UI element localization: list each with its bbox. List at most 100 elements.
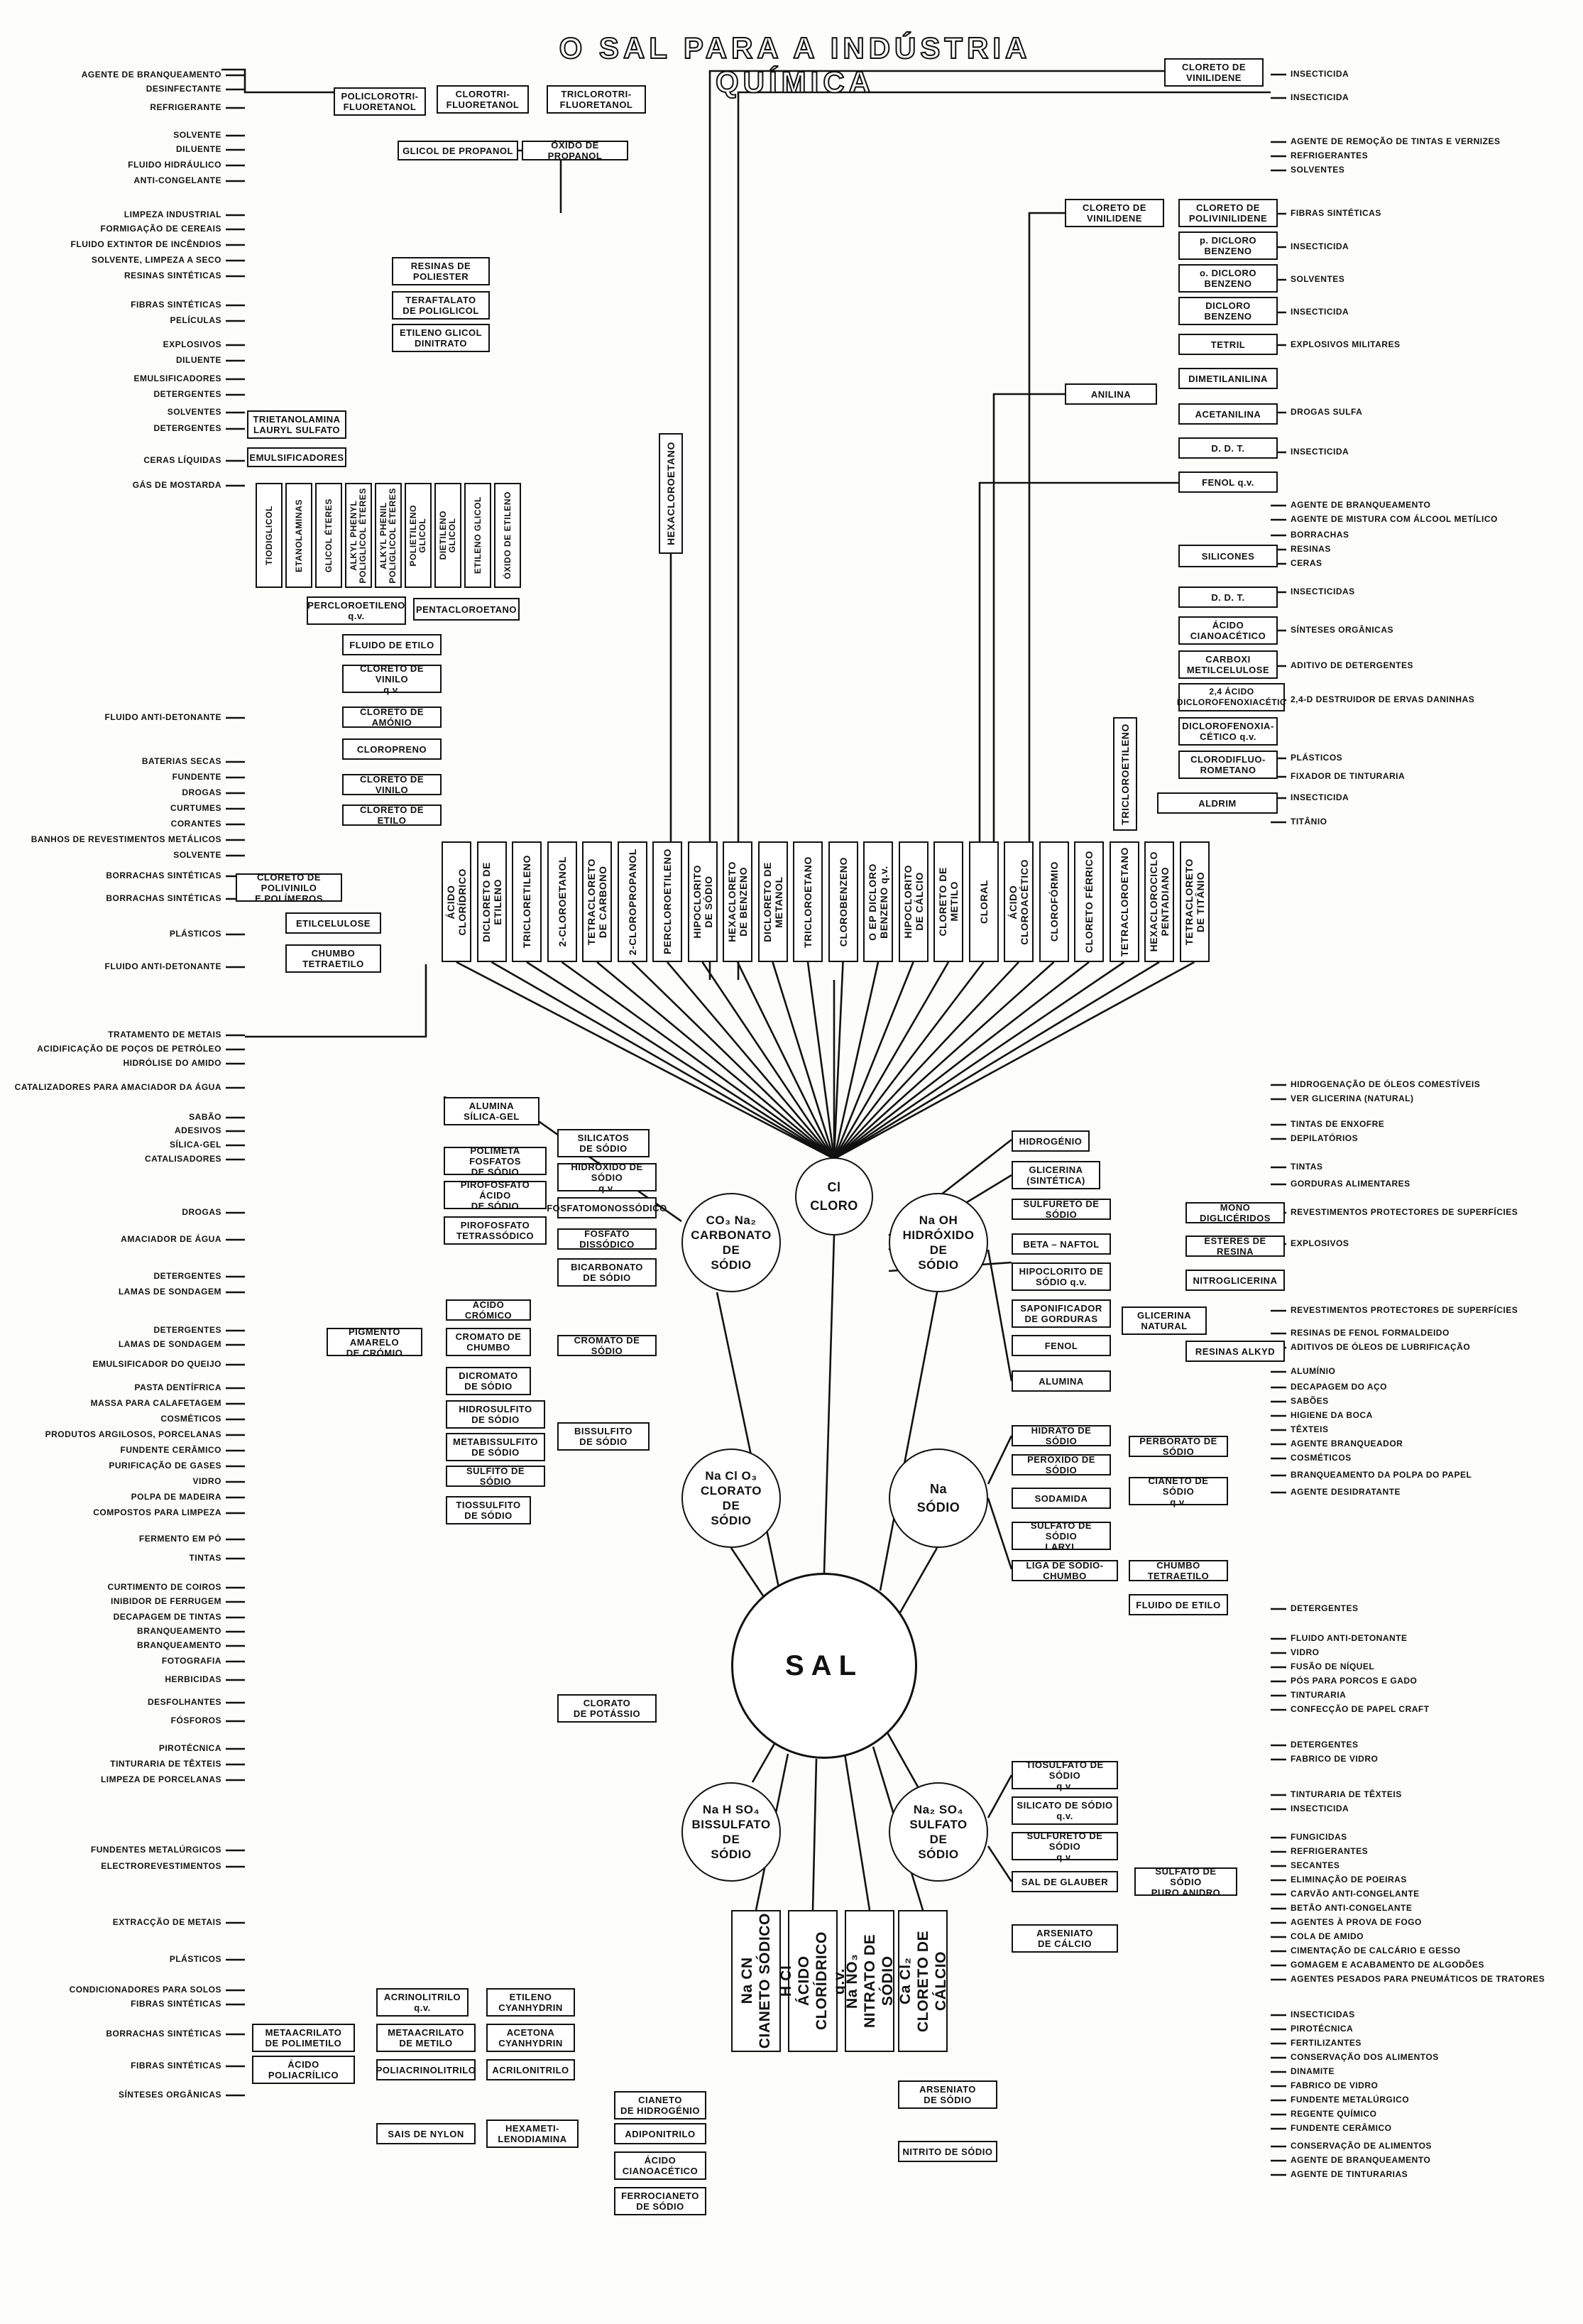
right-application-label: RESINAS DE FENOL FORMALDEIDO [1291, 1328, 1450, 1338]
box-tiossulfito: TIOSSULFITO DE SÓDIO [446, 1496, 531, 1524]
box-sulfato-puro: SULFATO DE SÓDIO PURO ANIDRO [1134, 1866, 1237, 1898]
box-alumina-silica: ALUMINA SÍLICA-GEL [444, 1097, 539, 1125]
box-trietanolamina: TRIETANOLAMINA LAURYL SULFATO [247, 410, 346, 439]
connector-line [823, 1235, 836, 1573]
bissulfato-hub: Na H SO₄ BISSULFATO DE SÓDIO [681, 1782, 781, 1882]
left-application-label: LAMAS DE SONDAGEM [118, 1339, 221, 1349]
box-cloreto-vinilidene: CLORETO DE VINILIDENE [1065, 199, 1164, 227]
left-application-label: TINTAS [189, 1553, 221, 1563]
left-application-label: MASSA PARA CALAFETAGEM [90, 1398, 221, 1408]
right-application-label: AGENTE DESIDRATANTE [1291, 1487, 1401, 1497]
right-application-label: CONFECÇÃO DE PAPEL CRAFT [1291, 1704, 1430, 1714]
left-application-label: DROGAS [182, 1207, 221, 1217]
left-application-label: DETERGENTES [153, 389, 221, 399]
right-application-label: FUNDENTE CERÂMICO [1291, 2123, 1392, 2133]
cloro-column-item: CLORETO FÉRRICO [1074, 841, 1104, 962]
connector-line [843, 1753, 871, 1911]
left-application-label: BATERIAS SECAS [141, 756, 221, 766]
box-acetona-cyan: ACETONA CYANHYDRIN [486, 2024, 575, 2052]
left-application-label: RESINAS SINTÉTICAS [124, 271, 221, 280]
left-application-label: PLÁSTICOS [169, 929, 221, 939]
connector-line [833, 961, 1019, 1160]
right-application-label: DEPILATÓRIOS [1291, 1133, 1359, 1143]
left-application-label: PELÍCULAS [170, 315, 221, 325]
box-bicarbonato: BICARBONATO DE SÓDIO [557, 1258, 657, 1287]
left-application-label: PURIFICAÇÃO DE GASES [109, 1461, 221, 1471]
box-pirofosfato-acido: PIROFOSFATO ÁCIDO DE SÓDIO [444, 1179, 547, 1211]
cloro-column-item: HIPOCLORITO DE CÁLCIO [898, 841, 929, 962]
cloro-column-item: HIPOCLORITO DE SÓDIO [687, 841, 718, 962]
right-application-label: REVESTIMENTOS PROTECTORES DE SUPERFÍCIES [1291, 1207, 1518, 1217]
box-hidrato-sodio: HIDRATO DE SÓDIO [1012, 1425, 1111, 1446]
right-application-label: CONSERVAÇÃO DE ALIMENTOS [1291, 2141, 1432, 2151]
cloro-column-item: PERCLOROETILENO [652, 841, 682, 962]
box-policlorotri: POLICLOROTRI- FLUORETANOL [334, 87, 426, 116]
right-application-label: COLA DE AMIDO [1291, 1931, 1364, 1941]
right-application-label: INSECTICIDA [1291, 447, 1349, 457]
right-application-label: ALUMÍNIO [1291, 1366, 1336, 1376]
box-etilcelulose: ETILCELULOSE [285, 912, 381, 934]
glycol-column-item: GLICOL ÉTERES [315, 483, 342, 588]
box-anilina: ANILINA [1065, 383, 1157, 405]
glycol-column-item: ALKYL PHENYL POLIGLICOL ÉTERES [345, 483, 372, 588]
box-ddt2: D. D. T. [1178, 587, 1278, 608]
right-application-label: CIMENTAÇÃO DE CALCÁRIO E GESSO [1291, 1946, 1461, 1955]
box-bissulfito: BISSULFITO DE SÓDIO [557, 1422, 650, 1451]
left-application-label: LIMPEZA DE PORCELANAS [100, 1774, 221, 1784]
right-application-label: VER GLICERINA (NATURAL) [1291, 1093, 1414, 1103]
left-application-label: SOLVENTE [173, 130, 221, 140]
connector-line [491, 961, 835, 1160]
diagram-title: O SAL PARA A INDÚSTRIA QUÍMICA [559, 31, 1031, 99]
box-liga-chumbo: LIGA DE SÓDIO-CHUMBO [1012, 1560, 1118, 1581]
right-application-label: CONSERVAÇÃO DOS ALIMENTOS [1291, 2052, 1439, 2062]
right-application-label: TINTURARIA DE TÊXTEIS [1291, 1789, 1402, 1799]
box-tiosulfato: TIOSULFATO DE SÓDIO q.v. [1012, 1760, 1118, 1791]
hidroxido-hub: Na OH HIDRÓXIDO DE SÓDIO [889, 1193, 988, 1292]
right-application-label: FABRICO DE VIDRO [1291, 2080, 1379, 2090]
right-application-label: HIGIENE DA BOCA [1291, 1410, 1373, 1420]
right-application-label: SÍNTESES ORGÂNICAS [1291, 625, 1394, 635]
connector-line [736, 961, 836, 1160]
box-etileno-cyan: ETILENO CYANHYDRIN [486, 1988, 575, 2017]
right-application-label: EXPLOSIVOS [1291, 1238, 1349, 1248]
box-glicerina-natural: GLICERINA NATURAL [1122, 1306, 1207, 1335]
box-dimetilanilina: DIMETILANILINA [1178, 368, 1278, 389]
right-application-label: INSECTICIDA [1291, 307, 1349, 317]
right-application-label: GORDURAS ALIMENTARES [1291, 1179, 1411, 1189]
left-application-label: FOTOGRAFIA [161, 1656, 221, 1666]
right-application-label: RESINAS [1291, 544, 1331, 554]
right-application-label: SABÕES [1291, 1396, 1329, 1406]
right-application-label: PLÁSTICOS [1291, 753, 1343, 763]
right-application-label: TINTURARIA [1291, 1690, 1347, 1700]
connector-line [987, 1774, 1013, 1818]
connector-line [992, 393, 1065, 841]
connector-line [833, 961, 1055, 1160]
left-application-label: CATALISADORES [144, 1154, 221, 1164]
connector-line [708, 70, 1164, 980]
box-cloreto-vinilidene-top: CLORETO DE VINILIDENE [1164, 58, 1264, 87]
box-chumbo-tetraetilo2: CHUMBO TETRAETILO [1129, 1560, 1228, 1581]
left-application-label: FIBRAS SINTÉTICAS [131, 300, 221, 310]
box-p-dicloro: p. DICLORO BENZENO [1178, 231, 1278, 260]
cloro-column-item: DICLORETO DE ETILENO [476, 841, 507, 962]
box-glicol-propanol: GLICOL DE PROPANOL [398, 141, 518, 160]
left-application-label: ELECTROREVESTIMENTOS [101, 1861, 221, 1871]
nitrato-pillar: Na NO₃ NITRATO DE SÓDIO [844, 1910, 896, 2052]
box-nitrito: NITRITO DE SÓDIO [898, 2141, 997, 2162]
left-application-label: DILUENTE [176, 355, 221, 365]
left-application-label: SABÃO [189, 1112, 221, 1122]
box-sulfureto-sodio: SULFURETO DE SÓDIO [1012, 1199, 1111, 1220]
left-application-label: CONDICIONADORES PARA SOLOS [69, 1985, 221, 1995]
right-application-label: 2,4-D DESTRUIDOR DE ERVAS DANINHAS [1291, 694, 1475, 704]
sodio-hub: Na SÓDIO [889, 1449, 988, 1548]
box-fluido-etilo: FLUIDO DE ETILO [342, 634, 442, 655]
left-application-label: DESFOLHANTES [147, 1697, 221, 1707]
right-application-label: DETERGENTES [1291, 1740, 1359, 1750]
box-acido-cianoacetico2: ÁCIDO CIANOACÉTICO [614, 2151, 706, 2180]
cloro-column-item: TETRACLORETO DE CARBONO [582, 841, 612, 962]
box-fenol: FENOL [1012, 1335, 1111, 1356]
left-application-label: TRATAMENTO DE METAIS [108, 1030, 221, 1040]
cloreto-calcio-pillar: Ca Cl₂ CLORETO DE CÁLCIO [897, 1910, 949, 2052]
left-application-label: PIROTÉCNICA [158, 1743, 221, 1753]
glycol-column-item: ETANOLAMINAS [285, 483, 312, 588]
